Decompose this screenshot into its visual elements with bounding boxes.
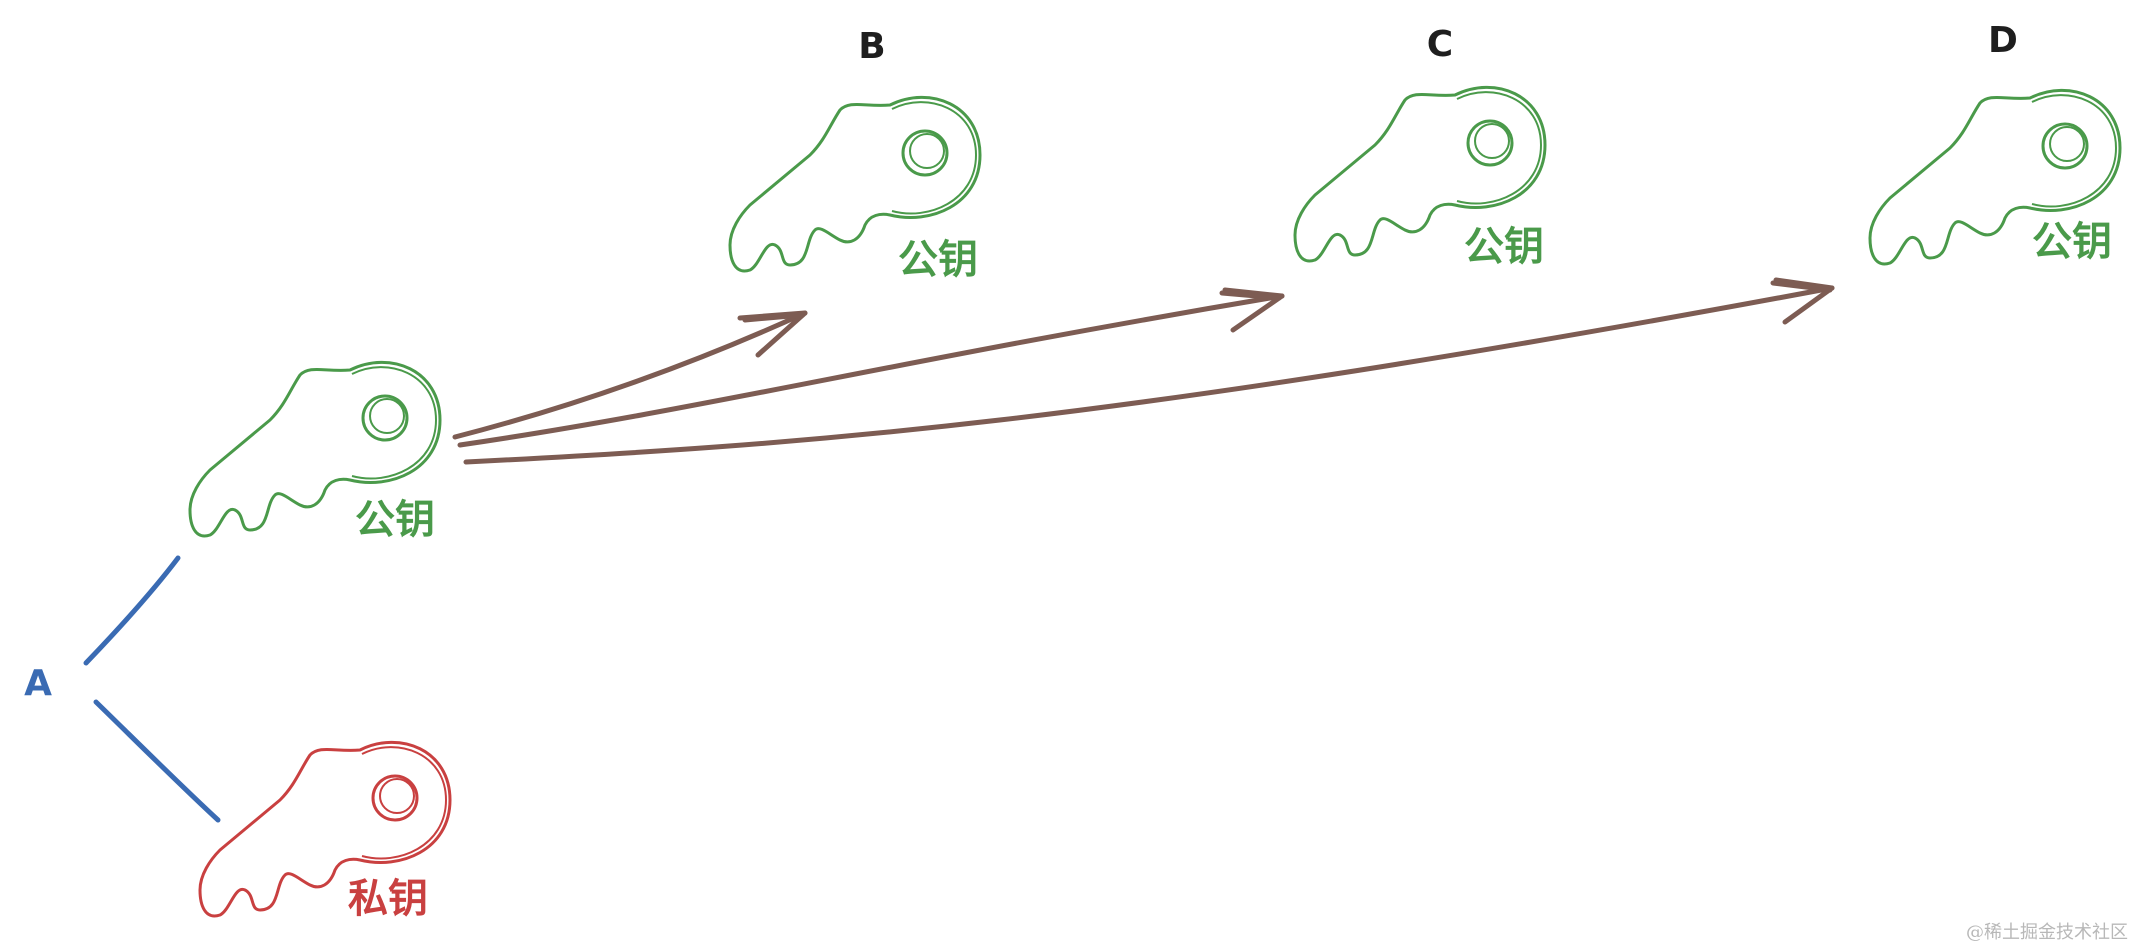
node-label-b: B: [858, 26, 885, 67]
node-label-a: A: [24, 663, 52, 704]
public-key-label-a: 公钥: [355, 497, 435, 543]
private-key-label-a: 私钥: [348, 876, 428, 922]
public-key-label-c: 公钥: [1464, 224, 1544, 270]
public-key-label-b: 公钥: [898, 237, 978, 283]
line-a-to-private-key: [93, 699, 221, 823]
arrow-to-d: [463, 277, 1835, 465]
line-a-to-public-key: [83, 555, 181, 666]
arrow-to-c: [457, 287, 1285, 448]
node-label-c: C: [1427, 24, 1453, 65]
watermark-text: @稀土掘金技术社区: [1966, 922, 2128, 943]
node-label-d: D: [1988, 20, 2018, 61]
public-key-label-d: 公钥: [2032, 219, 2112, 265]
arrow-to-b: [452, 310, 808, 440]
